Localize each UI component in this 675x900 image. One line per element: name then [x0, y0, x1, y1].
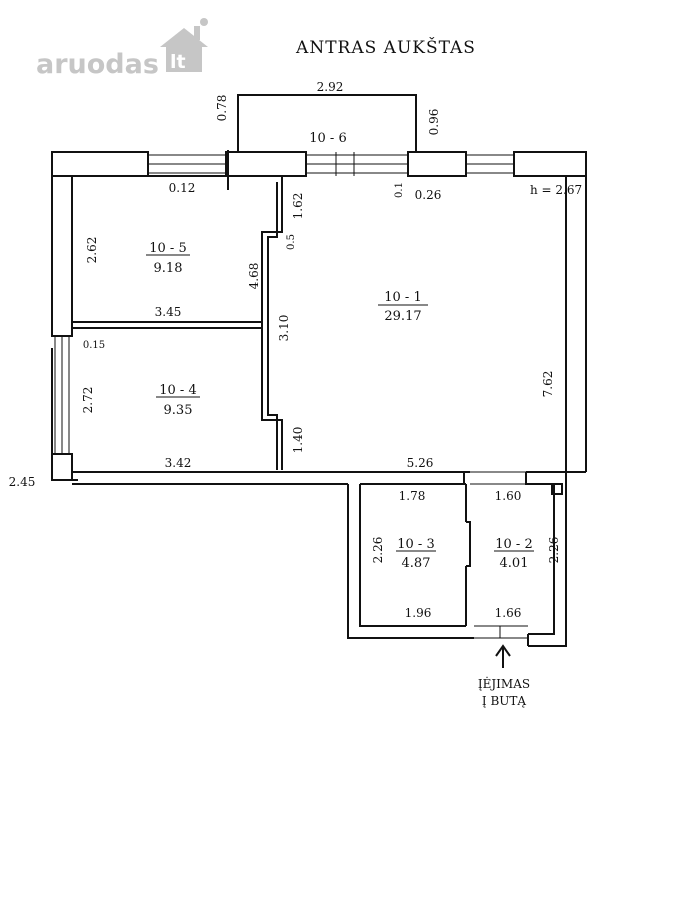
height-note: h = 2.67 [530, 183, 582, 197]
room-10-4-id: 10 - 4 [159, 383, 196, 398]
dim-balcony-right: 0.96 [427, 109, 441, 136]
dim-balcony-left: 0.78 [215, 95, 229, 122]
dim-room3-top: 1.78 [399, 489, 426, 503]
dim-room2-bottom: 1.66 [495, 606, 522, 620]
logo-brand-text: aruodas [36, 49, 159, 80]
room-10-5-area: 9.18 [154, 261, 183, 276]
plan-title: ANTRAS AUKŠTAS [295, 37, 476, 58]
room-10-6-id: 10 - 6 [309, 131, 346, 146]
dim-hall-niche: 0.5 [286, 234, 297, 250]
dim-room4-height: 2.72 [81, 387, 95, 414]
logo-tld-text: lt [170, 51, 186, 73]
dimension-labels: 2.92 0.78 0.96 0.12 2.62 3.45 4.68 0.15 … [9, 80, 583, 620]
dim-room5-top: 0.12 [169, 181, 196, 195]
room-10-3-area: 4.87 [402, 556, 431, 571]
entry-line-2: Į BUTĄ [482, 694, 526, 708]
dim-balcony-width: 2.92 [317, 80, 344, 94]
room-10-2-id: 10 - 2 [495, 537, 532, 552]
house-icon [160, 18, 208, 72]
room-10-5-id: 10 - 5 [149, 241, 186, 256]
dim-room4-top: 0.15 [83, 340, 105, 351]
dim-hall-pillar: 0.26 [415, 188, 442, 202]
dim-room3-height: 2.26 [371, 537, 385, 564]
dim-outer-left: 2.45 [9, 475, 36, 489]
dim-room5-width: 3.45 [155, 305, 182, 319]
dim-room2-top: 1.60 [495, 489, 522, 503]
entry-line-1: ĮĖJIMAS [478, 676, 530, 691]
dim-room5-side: 4.68 [247, 263, 261, 290]
aruodas-logo: aruodas lt [36, 18, 208, 80]
dim-hall-mid: 3.10 [277, 315, 291, 342]
room-10-4-area: 9.35 [164, 403, 193, 418]
dim-hall-top-small: 0.1 [394, 182, 405, 198]
room-10-1-id: 10 - 1 [384, 290, 421, 305]
dim-room3-bottom: 1.96 [405, 606, 432, 620]
dim-room5-height: 2.62 [85, 237, 99, 264]
entry-arrow-icon [495, 644, 511, 668]
room-10-3-id: 10 - 3 [397, 537, 434, 552]
walls [51, 94, 587, 647]
windows [54, 150, 528, 639]
dim-hall-low: 1.40 [291, 427, 305, 454]
dim-hall-right: 7.62 [541, 371, 555, 398]
dim-hall-top-left: 1.62 [291, 193, 305, 220]
room-10-1-area: 29.17 [384, 309, 421, 324]
dim-hall-bottom: 5.26 [407, 456, 434, 470]
dim-room2-height: 2.26 [547, 537, 561, 564]
dim-room4-width: 3.42 [165, 456, 192, 470]
room-labels: 10 - 1 29.17 10 - 2 4.01 10 - 3 4.87 10 … [146, 131, 534, 571]
room-10-2-area: 4.01 [500, 556, 529, 571]
